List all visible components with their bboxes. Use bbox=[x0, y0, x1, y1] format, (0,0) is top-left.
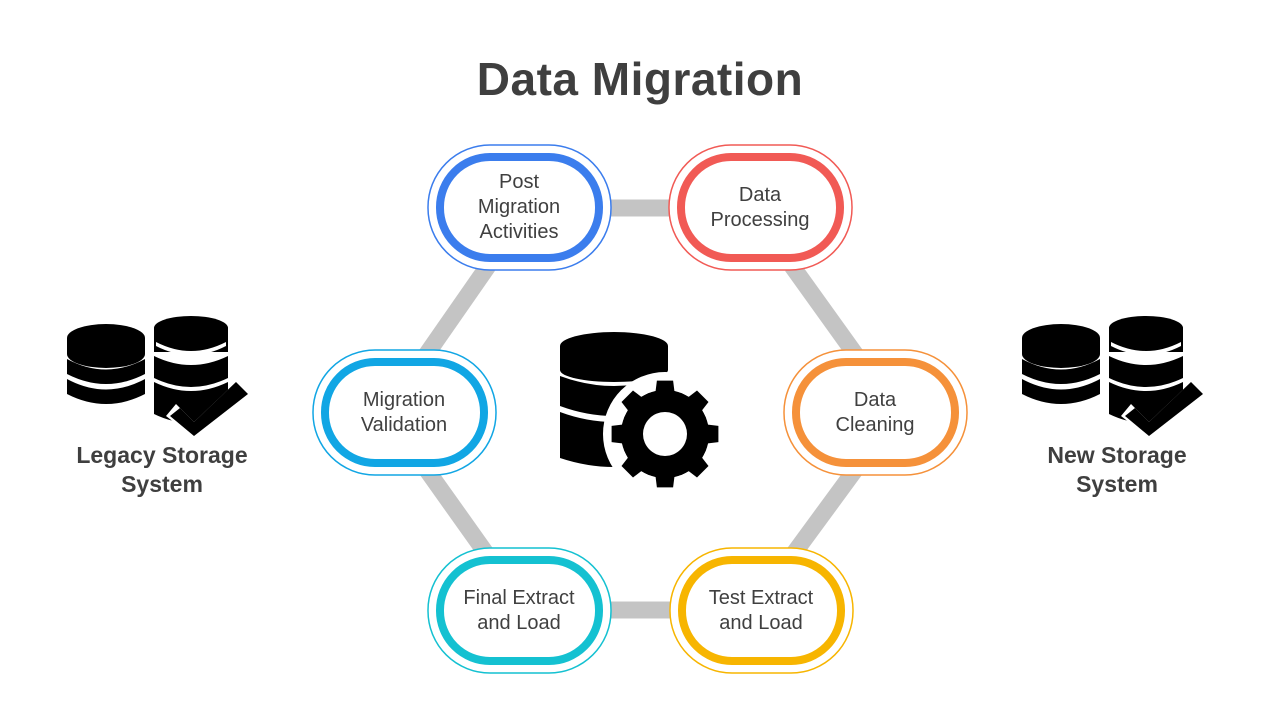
hexagon-connectors bbox=[417, 199, 865, 619]
step-post-migration-activities bbox=[427, 144, 612, 271]
step-migration-validation bbox=[312, 349, 497, 476]
new-storage-system-label: New Storage System bbox=[1047, 442, 1187, 497]
step-label-data-cleaning: Data Cleaning bbox=[835, 388, 915, 436]
step-label-migration-validation: Migration Validation bbox=[360, 388, 448, 436]
step-label-post-migration-activities: Post Migration Activities bbox=[477, 171, 561, 243]
database-check-icon bbox=[67, 316, 252, 438]
step-label-data-processing: Data Processing bbox=[710, 183, 810, 231]
database-check-icon bbox=[1022, 316, 1207, 438]
step-label-final-extract-and-load: Final Extract and Load bbox=[463, 586, 575, 634]
connector-line bbox=[785, 261, 865, 363]
step-label-test-extract-and-load: Test Extract and Load bbox=[708, 586, 814, 634]
connector-line bbox=[417, 261, 495, 363]
page-title: Data Migration bbox=[476, 53, 804, 105]
database-gear-icon bbox=[560, 332, 727, 496]
legacy-storage-system-label: Legacy Storage System bbox=[76, 442, 248, 497]
connector-line bbox=[785, 460, 865, 562]
step-final-extract-and-load bbox=[427, 547, 612, 674]
connector-line bbox=[417, 461, 495, 561]
step-data-processing bbox=[668, 144, 853, 271]
step-test-extract-and-load bbox=[669, 547, 854, 674]
step-data-cleaning bbox=[783, 349, 968, 476]
